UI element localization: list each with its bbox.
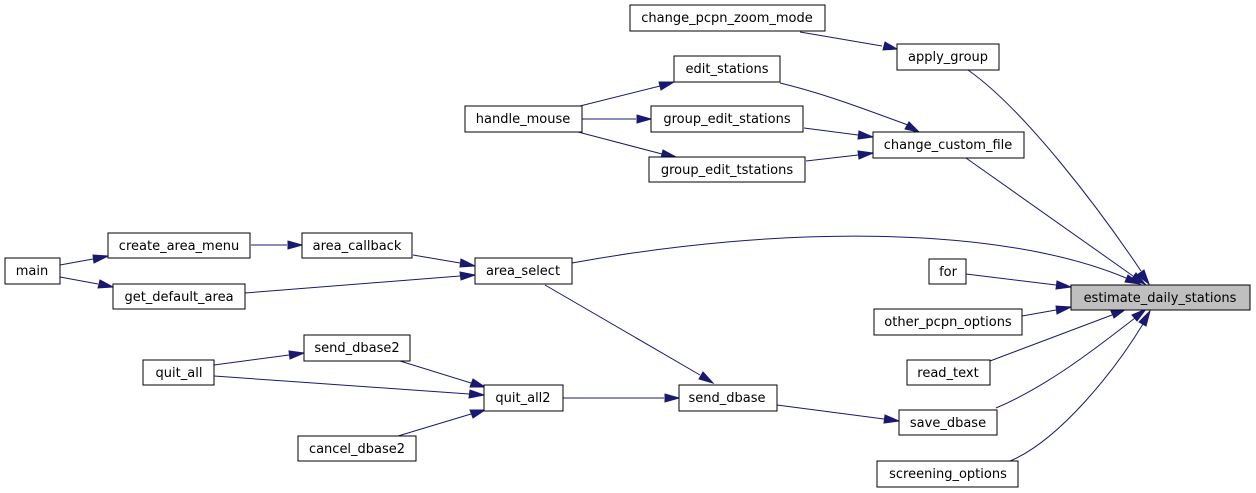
edge-change-pcpn-zoom-mode-to-apply-group <box>799 31 883 47</box>
node-for[interactable]: for <box>928 258 967 285</box>
edge-read-text-to-estimate-daily-stations <box>989 314 1113 362</box>
node-label: for <box>939 265 958 280</box>
node-label: main <box>16 264 48 279</box>
edge-send-dbase2-to-quit-all2 <box>399 360 472 384</box>
arrowhead <box>288 350 306 360</box>
node-send-dbase2[interactable]: send_dbase2 <box>303 334 411 362</box>
edge-group-edit-stations-to-change-custom-file <box>803 127 859 136</box>
node-group-edit-stations[interactable]: group_edit_stations <box>650 105 804 133</box>
node-label: group_edit_tstations <box>661 163 794 178</box>
node-label: edit_stations <box>686 62 769 77</box>
arrowhead <box>1136 269 1151 286</box>
graph-nodes: estimate_daily_stations change_pcpn_zoom… <box>4 4 1251 488</box>
arrowhead <box>658 81 676 91</box>
arrowhead <box>287 240 304 250</box>
arrowhead <box>857 130 875 140</box>
arrowhead <box>664 393 681 403</box>
arrowhead <box>1055 305 1073 315</box>
edge-send-dbase-to-save-dbase <box>776 404 885 420</box>
node-change-custom-file[interactable]: change_custom_file <box>872 131 1025 159</box>
node-label: area_callback <box>313 239 402 254</box>
arrowhead <box>97 279 115 289</box>
edge-main-to-create-area-menu <box>59 258 94 266</box>
node-area-select[interactable]: area_select <box>474 257 573 285</box>
node-label: save_dbase <box>910 416 986 431</box>
edge-for-to-estimate-daily-stations <box>965 273 1057 286</box>
arrowhead <box>904 121 921 133</box>
arrowhead <box>459 258 477 268</box>
edge-other-pcpn-options-to-estimate-daily-stations <box>1021 309 1057 317</box>
node-label: group_edit_stations <box>663 112 790 127</box>
arrowhead <box>636 114 653 124</box>
node-change-pcpn-zoom-mode[interactable]: change_pcpn_zoom_mode <box>629 4 826 32</box>
edge-get-default-area-to-area-select <box>244 275 461 294</box>
edge-save-dbase-to-estimate-daily-stations <box>995 317 1136 409</box>
node-label: apply_group <box>908 50 988 65</box>
edge-apply-group-to-estimate-daily-stations <box>967 69 1142 272</box>
node-label: screening_options <box>889 467 1007 482</box>
arrowhead <box>92 254 110 264</box>
edge-area-select-to-send-dbase <box>544 284 701 376</box>
node-create-area-menu[interactable]: create_area_menu <box>107 232 251 259</box>
edge-handle-mouse-to-group-edit-tstations <box>577 131 663 155</box>
node-label: area_select <box>486 264 560 279</box>
node-other-pcpn-options[interactable]: other_pcpn_options <box>873 308 1023 336</box>
node-send-dbase[interactable]: send_dbase <box>678 384 778 412</box>
edge-screening-options-to-estimate-daily-stations <box>1009 323 1144 462</box>
node-label: other_pcpn_options <box>884 315 1012 330</box>
edge-handle-mouse-to-edit-stations <box>579 85 661 107</box>
edge-quit-all-to-quit-all2 <box>213 375 470 395</box>
edge-quit-all-to-send-dbase2 <box>213 354 290 366</box>
node-area-callback[interactable]: area_callback <box>301 232 413 259</box>
node-label: cancel_dbase2 <box>309 442 405 457</box>
node-label: send_dbase2 <box>314 341 399 356</box>
edge-area-callback-to-area-select <box>412 254 461 264</box>
node-label: change_pcpn_zoom_mode <box>641 11 813 26</box>
arrowhead <box>469 409 487 419</box>
node-label: get_default_area <box>124 290 233 305</box>
arrowhead <box>459 271 477 281</box>
edge-edit-stations-to-change-custom-file <box>779 82 909 126</box>
node-label: send_dbase <box>688 391 765 406</box>
arrowhead <box>468 389 486 399</box>
node-label: read_text <box>917 366 978 381</box>
node-save-dbase[interactable]: save_dbase <box>898 409 998 436</box>
arrowhead <box>883 414 901 424</box>
node-label: create_area_menu <box>119 239 239 254</box>
arrowhead <box>882 41 899 51</box>
node-read-text[interactable]: read_text <box>906 359 991 386</box>
edge-area-select-to-estimate-daily-stations <box>571 235 1127 279</box>
node-label: handle_mouse <box>476 112 570 127</box>
node-estimate-daily-stations[interactable]: estimate_daily_stations <box>1070 284 1251 311</box>
node-label: estimate_daily_stations <box>1084 291 1237 306</box>
node-label: quit_all <box>156 366 203 381</box>
edge-main-to-get-default-area <box>59 276 99 285</box>
edge-change-custom-file-to-estimate-daily-stations <box>965 157 1134 277</box>
edge-cancel-dbase2-to-quit-all2 <box>397 413 472 437</box>
arrowhead <box>698 371 715 384</box>
edge-group-edit-tstations-to-change-custom-file <box>805 154 859 162</box>
node-quit-all[interactable]: quit_all <box>142 359 215 386</box>
graph-edges <box>59 31 1151 462</box>
arrowhead <box>1124 274 1142 285</box>
node-handle-mouse[interactable]: handle_mouse <box>464 105 583 133</box>
arrowhead <box>469 378 487 388</box>
arrowhead <box>857 150 875 160</box>
node-edit-stations[interactable]: edit_stations <box>673 55 781 83</box>
arrowhead <box>1055 280 1073 290</box>
node-group-edit-tstations[interactable]: group_edit_tstations <box>648 156 806 183</box>
node-label: quit_all2 <box>495 391 550 406</box>
node-cancel-dbase2[interactable]: cancel_dbase2 <box>297 435 417 462</box>
node-main[interactable]: main <box>4 257 61 285</box>
node-label: change_custom_file <box>884 138 1013 153</box>
node-get-default-area[interactable]: get_default_area <box>112 283 246 310</box>
node-quit-all2[interactable]: quit_all2 <box>483 384 564 412</box>
arrowhead <box>1138 309 1151 327</box>
arrowhead <box>1131 307 1148 322</box>
node-apply-group[interactable]: apply_group <box>896 43 1000 71</box>
node-screening-options[interactable]: screening_options <box>876 460 1019 488</box>
